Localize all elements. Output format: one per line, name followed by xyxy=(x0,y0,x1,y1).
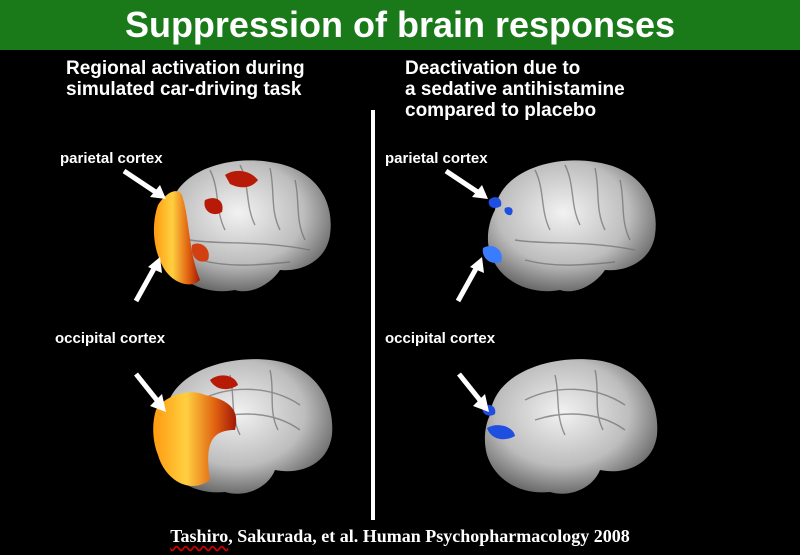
citation-rest: , Sakurada, et al. Human Psychopharmacol… xyxy=(228,526,630,546)
activation-occipital-blob-medial xyxy=(153,392,237,486)
arrow-icon xyxy=(444,168,488,199)
arrow-icon xyxy=(134,372,166,412)
brain-activation-lateral xyxy=(153,160,331,292)
arrow-icon xyxy=(122,168,166,199)
label-occipital-left: occipital cortex xyxy=(55,330,166,347)
citation-first-author: Tashiro xyxy=(170,526,229,546)
divider xyxy=(371,110,375,520)
label-occipital-right: occipital cortex xyxy=(385,330,496,347)
brain-deactivation-medial xyxy=(482,359,658,494)
title-bar: Suppression of brain responses xyxy=(0,0,800,50)
citation: Tashiro, Sakurada, et al. Human Psychoph… xyxy=(0,526,800,547)
page-title: Suppression of brain responses xyxy=(124,4,676,45)
activation-occipital-blob xyxy=(153,191,200,285)
right-heading: Deactivation due to a sedative antihista… xyxy=(405,58,625,121)
arrow-icon xyxy=(455,257,484,303)
left-heading: Regional activation during simulated car… xyxy=(66,58,305,100)
arrow-icon xyxy=(133,257,162,303)
label-parietal-left: parietal cortex xyxy=(60,150,163,167)
brain-deactivation-lateral xyxy=(482,160,656,292)
label-parietal-right: parietal cortex xyxy=(385,150,488,167)
arrow-icon xyxy=(457,372,489,412)
brain-activation-medial xyxy=(153,359,333,494)
